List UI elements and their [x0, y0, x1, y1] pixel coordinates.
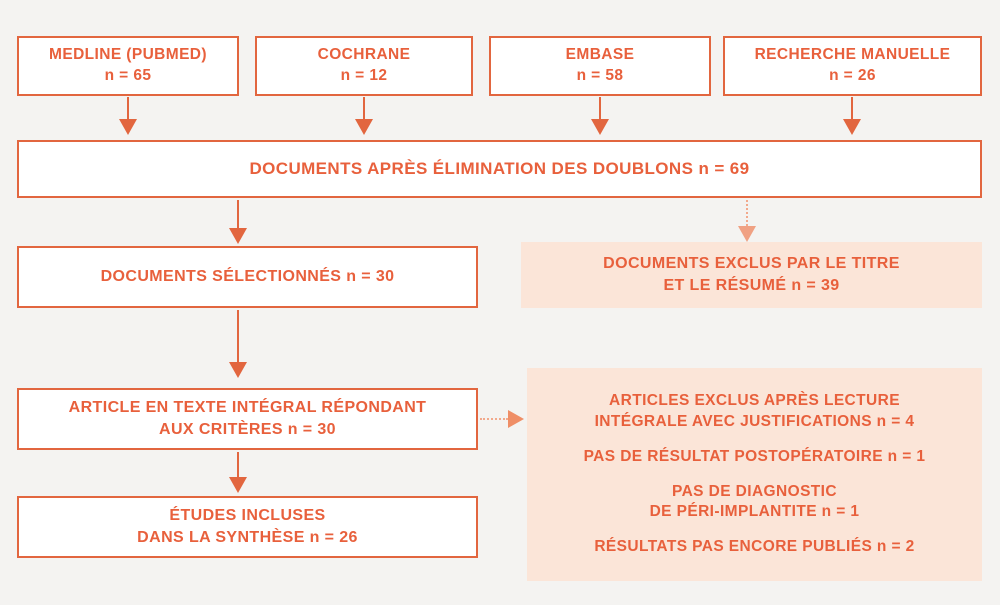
arrow-embase-to-banner [591, 97, 609, 135]
source-box-cochrane: COCHRANE n = 12 [255, 36, 473, 96]
stage-label: DOCUMENTS SÉLECTIONNÉS n = 30 [100, 268, 395, 286]
exclusion-reason-item: ARTICLES EXCLUS APRÈS LECTURE INTÉGRALE … [595, 391, 915, 433]
source-name: COCHRANE [317, 46, 411, 64]
source-count: n = 26 [829, 67, 876, 84]
stage-label-line1: ÉTUDES INCLUSES [169, 507, 326, 525]
source-name: MEDLINE (PUBMED) [49, 46, 207, 64]
exclusion-reason-line2: INTÉGRALE AVEC JUSTIFICATIONS n = 4 [594, 412, 915, 430]
arrow-recherche-to-banner [843, 97, 861, 135]
source-count: n = 12 [340, 67, 388, 84]
arrow-banner-to-selected [229, 200, 247, 244]
source-box-medline: MEDLINE (PUBMED) n = 65 [17, 36, 239, 96]
stage-label-line2: DANS LA SYNTHÈSE n = 26 [137, 529, 358, 546]
arrow-fulltext-to-included [229, 452, 247, 493]
exclusion-panel-title-abstract: DOCUMENTS EXCLUS PAR LE TITRE ET LE RÉSU… [521, 242, 982, 308]
stage-label-line2: AUX CRITÈRES n = 30 [159, 421, 336, 438]
exclusion-panel-fulltext-reasons: ARTICLES EXCLUS APRÈS LECTURE INTÉGRALE … [527, 368, 982, 581]
stage-box-article-texte-integral: ARTICLE EN TEXTE INTÉGRAL RÉPONDANT AUX … [17, 388, 478, 450]
exclusion-reason-line1: ARTICLES EXCLUS APRÈS LECTURE [609, 391, 900, 409]
exclusion-reason-item: RÉSULTATS PAS ENCORE PUBLIÉS n = 2 [594, 537, 914, 558]
exclusion-title-line2: ET LE RÉSUMÉ n = 39 [663, 277, 840, 294]
source-box-embase: EMBASE n = 58 [489, 36, 711, 96]
arrow-selected-to-fulltext [229, 310, 247, 378]
exclusion-reason-item: PAS DE RÉSULTAT POSTOPÉRATOIRE n = 1 [584, 447, 926, 468]
banner-box-after-deduplication: DOCUMENTS APRÈS ÉLIMINATION DES DOUBLONS… [17, 140, 982, 198]
stage-label-line1: ARTICLE EN TEXTE INTÉGRAL RÉPONDANT [68, 399, 427, 417]
exclusion-reason-line1: RÉSULTATS PAS ENCORE PUBLIÉS n = 2 [594, 538, 915, 556]
arrow-fulltext-to-exclusion-reasons [480, 410, 524, 428]
exclusion-title-line1: DOCUMENTS EXCLUS PAR LE TITRE [603, 255, 900, 273]
arrow-medline-to-banner [119, 97, 137, 135]
exclusion-reason-line1: PAS DE DIAGNOSTIC [672, 482, 837, 500]
stage-box-documents-selectionnes: DOCUMENTS SÉLECTIONNÉS n = 30 [17, 246, 478, 308]
source-count: n = 65 [104, 67, 152, 84]
exclusion-reason-line2: DE PÉRI-IMPLANTITE n = 1 [649, 503, 860, 521]
exclusion-reason-item: PAS DE DIAGNOSTIC DE PÉRI-IMPLANTITE n =… [650, 482, 860, 524]
source-name: EMBASE [565, 46, 635, 64]
source-count: n = 58 [576, 67, 624, 84]
banner-label: DOCUMENTS APRÈS ÉLIMINATION DES DOUBLONS… [249, 158, 750, 178]
arrow-cochrane-to-banner [355, 97, 373, 135]
arrow-banner-to-excluded-title [738, 200, 756, 242]
source-box-recherche-manuelle: RECHERCHE MANUELLE n = 26 [723, 36, 982, 96]
source-name: RECHERCHE MANUELLE [754, 46, 951, 64]
exclusion-reason-line1: PAS DE RÉSULTAT POSTOPÉRATOIRE n = 1 [583, 447, 926, 465]
stage-box-etudes-incluses: ÉTUDES INCLUSES DANS LA SYNTHÈSE n = 26 [17, 496, 478, 558]
